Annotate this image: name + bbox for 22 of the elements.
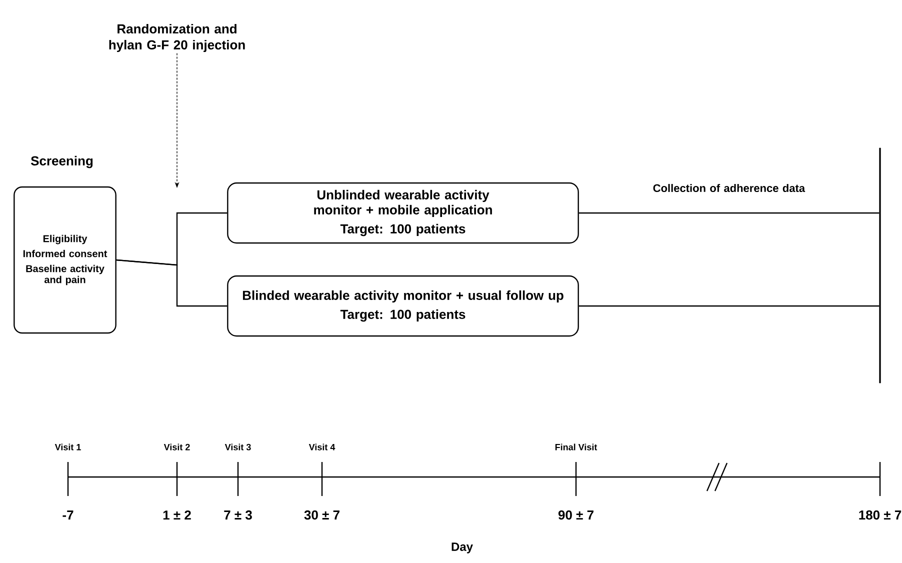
group-box: Unblinded wearable activity monitor + mobile application Target: 100 patients — [227, 182, 579, 244]
visit-label: Visit 4 — [308, 444, 336, 450]
day-label: 90 ± 7 — [558, 510, 594, 520]
screening-box: Eligibility Informed consent Baseline activity and pain — [14, 186, 116, 334]
visit-label: Visit 2 — [164, 444, 190, 450]
visit-label: Final Visit — [555, 444, 598, 450]
connector — [578, 212, 880, 214]
day-label: 180 ± 7 — [859, 510, 902, 520]
visit-label: Visit 1 — [54, 444, 81, 450]
group-box: Blinded wearable activity monitor + usual follow up Target: 100 patients — [227, 275, 579, 337]
connector — [578, 305, 880, 307]
day-label: -7 — [62, 510, 74, 520]
axis-title: Day — [452, 542, 473, 554]
event-label: Randomization and hylan G-F 20 injection — [109, 24, 245, 52]
day-label: 30 ± 7 — [304, 510, 340, 520]
edge-label: Collection of adherence data — [653, 184, 806, 192]
visit-label: Visit 3 — [224, 444, 251, 450]
day-label: 1 ± 2 — [163, 510, 191, 520]
heading: Screening — [30, 156, 93, 168]
end-line — [879, 148, 881, 384]
connector — [116, 259, 228, 307]
day-label: 7 ± 3 — [224, 510, 252, 520]
